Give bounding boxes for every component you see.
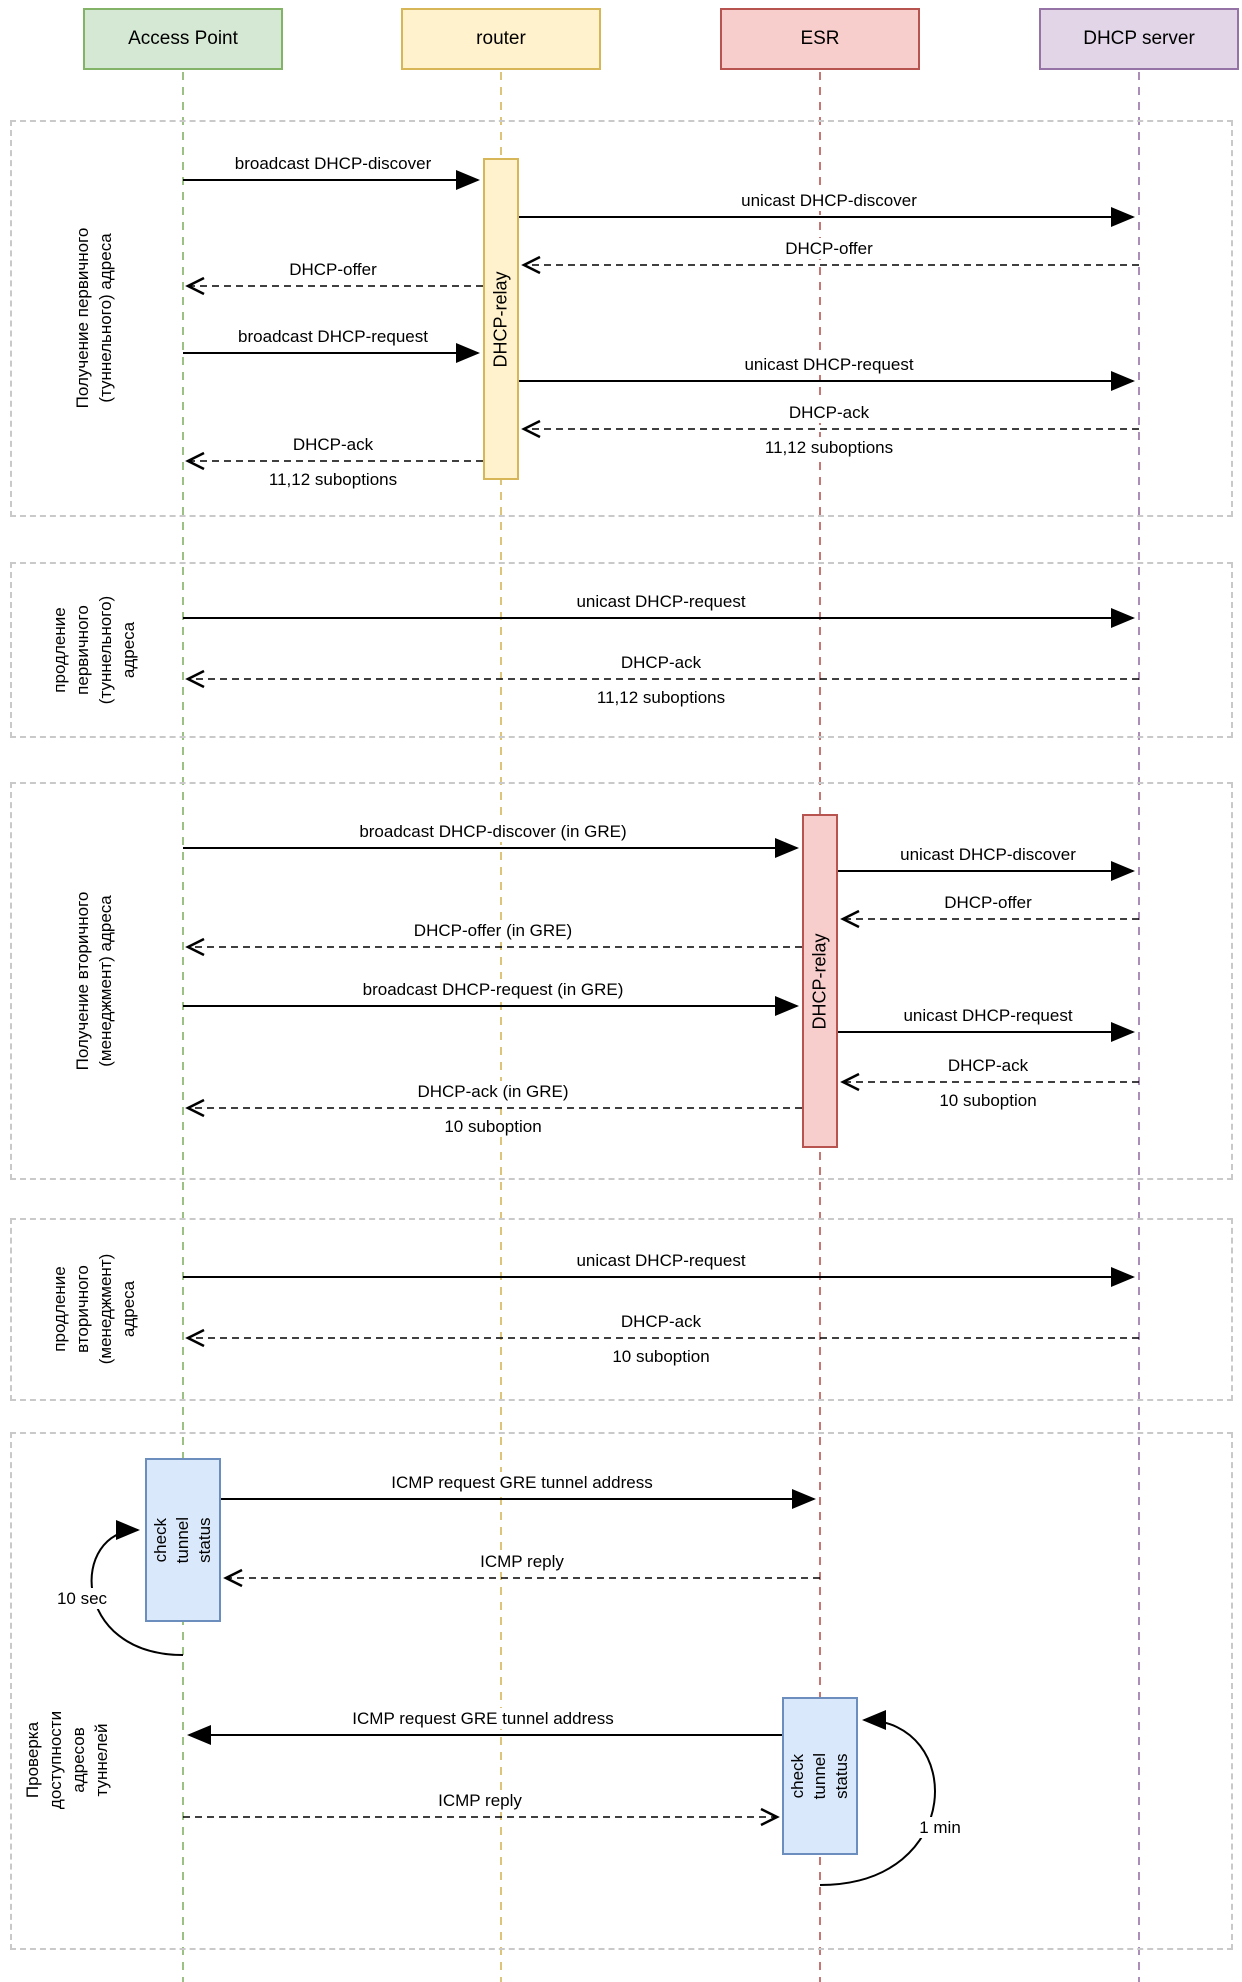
message-label: broadcast DHCP-request — [235, 326, 431, 348]
dhcp-relay-router: DHCP-relay — [483, 158, 519, 480]
message-sublabel: 11,12 suboptions — [593, 687, 729, 709]
section-frame-primary-renew — [10, 562, 1233, 738]
message-label: DHCP-offer — [941, 892, 1035, 914]
message-label: unicast DHCP-request — [900, 1005, 1076, 1027]
message-label: DHCP-ack — [944, 1055, 1032, 1077]
actor-esr: ESR — [720, 8, 920, 70]
message-label: unicast DHCP-request — [741, 354, 917, 376]
dashed-arrows — [183, 255, 1139, 1827]
section-label-primary-acquire: Получение первичного (туннельного) адрес… — [73, 227, 115, 409]
message-label: broadcast DHCP-request (in GRE) — [359, 979, 627, 1001]
actor-label: Access Point — [128, 28, 238, 49]
message-label: unicast DHCP-discover — [897, 844, 1079, 866]
message-label: unicast DHCP-request — [573, 1250, 749, 1272]
message-label: DHCP-offer — [782, 238, 876, 260]
actor-access-point: Access Point — [83, 8, 283, 70]
message-sublabel: 11,12 suboptions — [265, 469, 401, 491]
message-label: unicast DHCP-discover — [738, 190, 920, 212]
message-label: DHCP-ack — [617, 1311, 705, 1333]
check-tunnel-status-esr: check tunnel status — [782, 1697, 858, 1855]
message-sublabel: 10 suboption — [936, 1090, 1040, 1112]
message-label: DHCP-ack — [785, 402, 873, 424]
dhcp-relay-esr: DHCP-relay — [802, 814, 838, 1148]
section-label-secondary-renew: продление вторичного (менеджмент) адреса — [50, 1253, 138, 1365]
timer-label-1-min: 1 min — [916, 1817, 964, 1839]
check-tunnel-status-label: check tunnel status — [787, 1752, 852, 1800]
check-tunnel-status-ap: check tunnel status — [145, 1458, 221, 1622]
section-frame-tunnel-check — [10, 1432, 1233, 1950]
section-label-primary-renew: продление первичного (туннельного) адрес… — [50, 595, 138, 705]
message-label: DHCP-offer — [286, 259, 380, 281]
message-label: DHCP-ack — [289, 434, 377, 456]
dhcp-relay-label: DHCP-relay — [490, 270, 511, 368]
dhcp-relay-label: DHCP-relay — [809, 932, 830, 1030]
message-label: ICMP reply — [435, 1790, 525, 1812]
message-label: unicast DHCP-request — [573, 591, 749, 613]
message-label: ICMP reply — [477, 1551, 567, 1573]
actor-label: router — [476, 28, 526, 49]
section-frame-secondary-renew — [10, 1218, 1233, 1401]
solid-arrows — [183, 170, 1135, 1745]
message-sublabel: 10 suboption — [441, 1116, 545, 1138]
actor-dhcp-server: DHCP server — [1039, 8, 1239, 70]
actor-label: ESR — [800, 28, 840, 49]
section-frame-primary-acquire — [10, 120, 1233, 517]
message-sublabel: 10 suboption — [609, 1346, 713, 1368]
message-label: ICMP request GRE tunnel address — [349, 1708, 617, 1730]
message-label: DHCP-ack (in GRE) — [414, 1081, 572, 1103]
section-label-secondary-acquire: Получение вторичного (менеджмент) адреса — [73, 891, 115, 1071]
message-label: DHCP-offer (in GRE) — [410, 920, 576, 942]
actor-label: DHCP server — [1083, 28, 1195, 49]
message-label: DHCP-ack — [617, 652, 705, 674]
message-label: ICMP request GRE tunnel address — [388, 1472, 656, 1494]
timer-label-10-sec: 10 sec — [53, 1588, 111, 1610]
message-sublabel: 11,12 suboptions — [761, 437, 897, 459]
actor-router: router — [401, 8, 601, 70]
check-tunnel-status-label: check tunnel status — [150, 1516, 215, 1564]
message-label: broadcast DHCP-discover (in GRE) — [356, 821, 630, 843]
section-frame-secondary-acquire — [10, 782, 1233, 1180]
section-label-tunnel-check: Проверка доступности адресов туннелей — [23, 1710, 111, 1810]
message-label: broadcast DHCP-discover — [231, 153, 435, 175]
